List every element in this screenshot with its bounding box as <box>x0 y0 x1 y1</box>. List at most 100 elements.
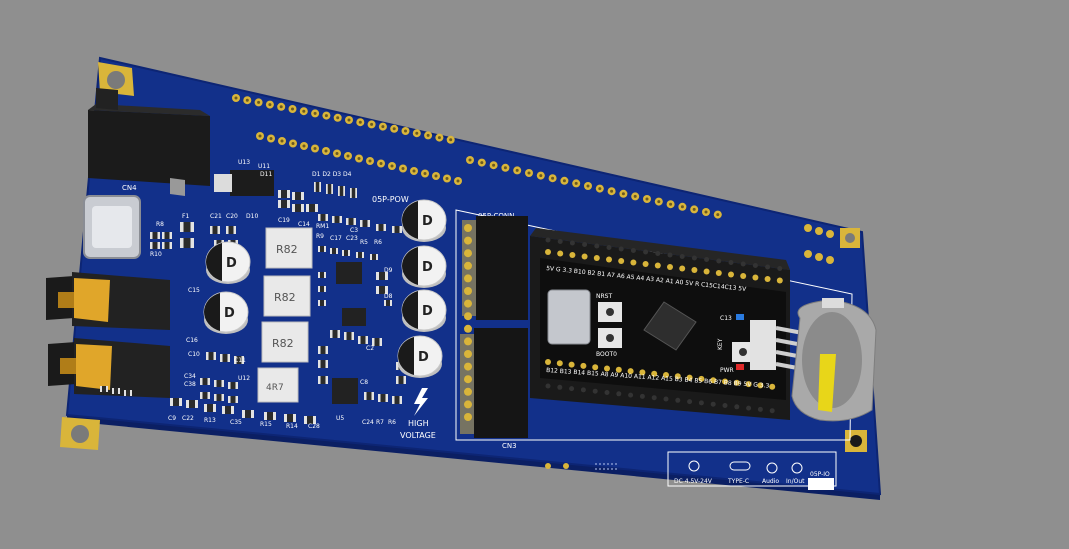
capacitor-marking: D <box>422 260 433 275</box>
svg-text:C10: C10 <box>188 351 200 358</box>
mcu-pin-socket <box>740 261 746 267</box>
mcu-pin-socket <box>616 391 622 397</box>
smd-component-body <box>216 394 222 401</box>
mcu-pin <box>639 369 646 376</box>
test-point <box>603 468 605 470</box>
mcu-pin <box>674 373 681 380</box>
smd-component-body <box>320 360 326 368</box>
svg-text:U13: U13 <box>238 159 250 166</box>
smd-component-body <box>339 186 344 196</box>
header-pad-hole <box>468 158 472 162</box>
mcu-pin-socket <box>606 245 612 250</box>
mcu-pin <box>703 268 710 275</box>
smd-component-body <box>379 272 385 280</box>
header-pad-hole <box>346 154 350 158</box>
capacitor-marking: D <box>224 306 235 321</box>
header-pad-hole <box>692 207 696 211</box>
header-pad-hole <box>234 96 238 100</box>
mcu-pin-socket <box>716 258 722 264</box>
smd-component-body <box>320 346 326 354</box>
smd-component-body <box>230 382 236 389</box>
header-pad-hole <box>335 152 339 155</box>
cn3-label: CN3 <box>502 442 517 450</box>
smd-component-body <box>320 214 326 221</box>
header-pad-row-right <box>466 156 834 264</box>
smd-component-body <box>164 242 170 249</box>
svg-text:R13: R13 <box>204 417 216 424</box>
test-point <box>603 463 605 465</box>
smd-component-body <box>348 218 354 225</box>
mounting-hole-bottom-right <box>845 430 867 452</box>
high-voltage-warning: HIGH VOLTAGE <box>400 388 436 440</box>
mcu-pin-socket <box>557 239 563 244</box>
header-pad-hole <box>291 142 295 145</box>
smd-component-body <box>212 226 218 234</box>
header-pad <box>804 224 812 232</box>
header-pad-hole <box>379 162 383 165</box>
smd-component-body <box>320 376 326 384</box>
svg-text:C35: C35 <box>230 419 242 426</box>
smd-component-body <box>380 394 386 402</box>
mcu-pin-socket <box>651 395 657 401</box>
smd-component-body <box>295 204 301 212</box>
audio-jack-top <box>46 272 170 330</box>
mcu-pin-socket <box>734 404 740 410</box>
smd-component-body <box>222 354 228 362</box>
mcu-pin <box>545 359 551 365</box>
cn3-pad <box>464 413 472 421</box>
smd-component-body <box>230 396 236 403</box>
smd-component-body <box>379 286 385 294</box>
cn3-header-bottom <box>460 328 528 438</box>
svg-text:D9: D9 <box>384 267 393 274</box>
board-name-label: 05P-IO <box>810 471 830 478</box>
svg-text:R14: R14 <box>286 423 298 430</box>
lightning-icon <box>414 388 428 416</box>
smd-component-body <box>394 396 400 404</box>
mcu-pin-socket <box>618 246 624 252</box>
header-pad-hole <box>258 134 262 138</box>
mcu-pin-socket <box>639 393 645 399</box>
mcu-dev-board <box>530 228 790 420</box>
mcu-pin <box>679 265 686 272</box>
test-point <box>611 468 613 470</box>
capacitor-marking: D <box>226 256 237 271</box>
port-audio-io-label: In/Out <box>786 478 805 485</box>
header-pad-row-top <box>232 94 455 144</box>
test-point <box>607 463 609 465</box>
svg-text:C14: C14 <box>298 221 310 228</box>
mcu-pin-socket <box>663 396 669 402</box>
electrolytic-capacitor: D <box>205 241 251 284</box>
smd-component-body <box>309 204 315 212</box>
mcu-pin-socket <box>604 390 610 395</box>
mcu-pin <box>710 377 717 384</box>
smd-component-body <box>126 390 130 396</box>
header-pad-hole <box>381 125 385 129</box>
svg-text:R8: R8 <box>156 221 164 228</box>
smd-component-body <box>366 392 372 400</box>
header-pad-hole <box>291 107 294 111</box>
audio-io-port-icon <box>791 462 803 474</box>
smd-component-body <box>114 388 118 394</box>
capacitor-polarity-band <box>206 243 222 281</box>
silkscreen-designators: F1 R8 R10 U11 U13 D11 D10 D1 D2 D3 D4 C2… <box>150 159 396 430</box>
high-voltage-line-1: HIGH <box>408 419 429 428</box>
svg-text:U11: U11 <box>258 163 270 170</box>
header-pad-hole <box>527 171 531 175</box>
capacitor-polarity-band <box>402 291 418 329</box>
mcu-pin <box>686 374 693 381</box>
header-pad-hole <box>645 197 649 201</box>
key-label: KEY <box>717 338 724 350</box>
mcu-pin <box>776 277 783 284</box>
header-pad-hole <box>368 159 372 163</box>
inductor-3: R82 <box>261 321 309 363</box>
svg-text:C3: C3 <box>350 227 358 234</box>
mcu-pin <box>651 370 658 377</box>
header-pad-hole <box>412 169 416 173</box>
svg-text:R15: R15 <box>260 421 272 428</box>
cn3-pad <box>464 362 472 371</box>
smd-component-body <box>236 356 242 364</box>
header-pad-hole <box>302 144 306 148</box>
test-point <box>599 463 601 465</box>
mcu-pin-socket <box>545 237 551 243</box>
header-pad <box>815 227 823 235</box>
